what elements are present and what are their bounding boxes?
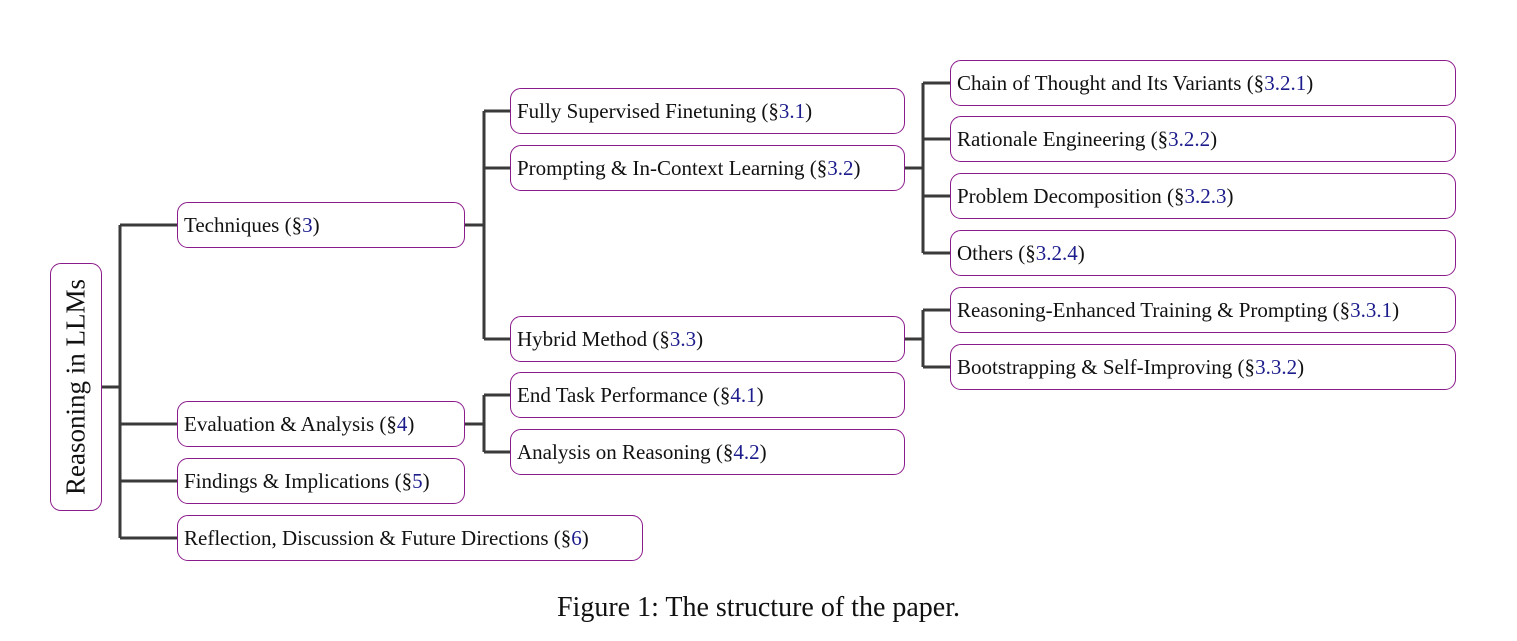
section-ref-link[interactable]: 3.2.4: [1035, 240, 1078, 265]
section-ref-link[interactable]: 6: [571, 525, 582, 550]
node-techniques: Techniques (§3): [177, 202, 465, 248]
node-fully-supervised: Fully Supervised Finetuning (§3.1): [510, 88, 905, 134]
section-ref-link[interactable]: 3.3: [669, 326, 697, 351]
section-ref-link[interactable]: 3.1: [778, 98, 806, 123]
section-ref-link[interactable]: 3.3.2: [1255, 354, 1298, 379]
node-prompting: Prompting & In-Context Learning (§3.2): [510, 145, 905, 191]
node-findings: Findings & Implications (§5): [177, 458, 465, 504]
section-ref-link[interactable]: 3.2.2: [1168, 126, 1211, 151]
node-reasoning-enhanced: Reasoning-Enhanced Training & Prompting …: [950, 287, 1456, 333]
node-bootstrapping: Bootstrapping & Self-Improving (§3.3.2): [950, 344, 1456, 390]
section-ref-link[interactable]: 3.2: [827, 155, 854, 180]
section-ref-link[interactable]: 4.2: [733, 439, 760, 464]
section-ref-link[interactable]: 4.1: [730, 382, 757, 407]
node-analysis-reasoning: Analysis on Reasoning (§4.2): [510, 429, 905, 475]
section-ref-link[interactable]: 3.3.1: [1350, 297, 1393, 322]
node-evaluation: Evaluation & Analysis (§4): [177, 401, 465, 447]
edge-root-trunk: [102, 225, 122, 538]
edge-prompting-trunk: [905, 83, 925, 253]
root-node: Reasoning in LLMs: [50, 263, 102, 511]
node-chain-of-thought: Chain of Thought and Its Variants (§3.2.…: [950, 60, 1456, 106]
section-ref-link[interactable]: 3.2.1: [1264, 70, 1307, 95]
figure-caption: Figure 1: The structure of the paper.: [556, 592, 961, 623]
node-others: Others (§3.2.4): [950, 230, 1456, 276]
section-ref-link[interactable]: 3.2.3: [1184, 183, 1227, 208]
edge-evaluation-trunk: [465, 395, 486, 452]
section-ref-link[interactable]: 3: [302, 212, 313, 237]
node-decomposition: Problem Decomposition (§3.2.3): [950, 173, 1456, 219]
node-end-task: End Task Performance (§4.1): [510, 372, 905, 418]
root-label: Reasoning in LLMs: [60, 279, 91, 495]
edge-techniques-trunk: [465, 111, 486, 339]
node-rationale: Rationale Engineering (§3.2.2): [950, 116, 1456, 162]
section-ref-link[interactable]: 5: [412, 468, 423, 493]
node-reflection: Reflection, Discussion & Future Directio…: [177, 515, 643, 561]
node-hybrid: Hybrid Method (§3.3): [510, 316, 905, 362]
edge-hybrid-trunk: [905, 310, 925, 367]
section-ref-link[interactable]: 4: [396, 411, 408, 436]
